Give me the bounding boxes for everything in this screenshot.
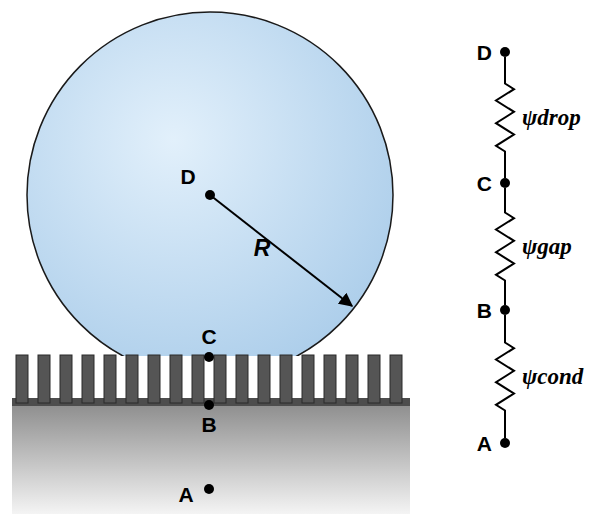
pillar	[258, 355, 270, 403]
circuit-terminal: C	[500, 178, 510, 188]
point-label: B	[201, 414, 216, 435]
pillar	[192, 355, 204, 403]
resistance-label: ψdrop	[520, 105, 583, 130]
resistor	[496, 57, 514, 178]
pillar	[280, 355, 292, 403]
terminal-label: C	[477, 173, 492, 194]
pillar	[236, 355, 248, 403]
resistance-label: ψcond	[520, 364, 585, 389]
water-droplet	[27, 12, 393, 356]
circuit-terminal: D	[500, 47, 510, 57]
pillar-array	[12, 355, 410, 406]
terminal-label: B	[477, 300, 492, 321]
point-dot	[204, 400, 214, 410]
pillar	[126, 355, 138, 403]
point-dot	[204, 352, 214, 362]
pillar	[38, 355, 50, 403]
point-label: D	[180, 166, 195, 187]
pillar	[60, 355, 72, 403]
resistor	[496, 188, 514, 305]
pillar	[104, 355, 116, 403]
pillar	[82, 355, 94, 403]
resistance-label: ψgap	[520, 234, 574, 259]
radius-label: R	[254, 237, 271, 260]
substrate	[12, 404, 410, 514]
terminal-label: D	[477, 42, 492, 63]
pillar	[214, 355, 226, 403]
pillar	[148, 355, 160, 403]
circuit-terminal: B	[500, 305, 510, 315]
radius-arrow	[210, 195, 352, 306]
point-label: C	[201, 326, 216, 347]
point-dot	[204, 484, 214, 494]
circuit-terminal: A	[500, 438, 510, 448]
point-label: A	[178, 484, 193, 505]
pillar	[170, 355, 182, 403]
terminal-label: A	[477, 433, 492, 454]
resistor	[496, 315, 514, 438]
pillar	[302, 355, 314, 403]
pillar	[390, 355, 402, 403]
pillar	[368, 355, 380, 403]
pillar	[16, 355, 28, 403]
point-dot	[205, 190, 215, 200]
pillar	[324, 355, 336, 403]
pillar	[346, 355, 358, 403]
